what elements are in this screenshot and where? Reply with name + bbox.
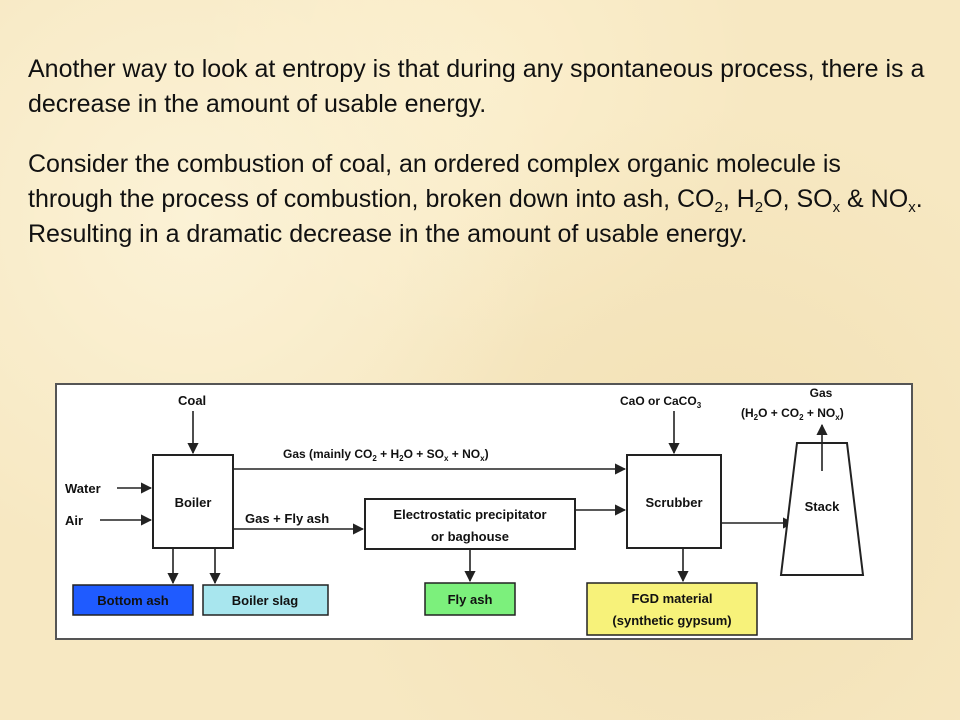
fly-ash-box <box>424 582 516 616</box>
combustion-text-intro: Consider the combustion of coal, an orde… <box>28 150 841 213</box>
h2o-subscript: 2 <box>754 199 764 216</box>
air-label: Air <box>65 513 83 528</box>
boiler-label: Boiler <box>175 495 212 510</box>
paragraph-entropy: Another way to look at entropy is that d… <box>28 55 925 118</box>
boiler-box <box>152 454 234 549</box>
esp-label-line1: Electrostatic precipitator <box>393 507 546 522</box>
fly-ash-label: Fly ash <box>448 592 493 607</box>
stack-shape <box>779 442 865 576</box>
gas-flyash-label: Gas + Fly ash <box>245 511 329 526</box>
stack-label: Stack <box>805 499 840 514</box>
combustion-text-ending: . Resulting in a dramatic decrease in th… <box>28 185 923 248</box>
esp-box <box>364 498 576 550</box>
sox-subscript: x <box>832 199 841 216</box>
bottom-ash-box <box>72 584 194 616</box>
boiler-slag-box <box>202 584 329 616</box>
gas-out-label: (H2O + CO2 + NOx) <box>741 406 844 422</box>
combustion-text-h: , H <box>722 185 755 213</box>
water-label: Water <box>65 481 101 496</box>
combustion-text-no: & NO <box>840 185 909 213</box>
scrubber-box <box>626 454 722 549</box>
co2-subscript: 2 <box>714 199 723 216</box>
fgd-label-line1: FGD material <box>632 591 713 606</box>
coal-label: Coal <box>178 393 206 408</box>
paragraph-combustion: Consider the combustion of coal, an orde… <box>28 147 928 252</box>
gas-main-label: Gas (mainly CO2 + H2O + SOx + NOx) <box>283 447 489 463</box>
bottom-ash-label: Bottom ash <box>97 593 169 608</box>
coal-combustion-diagram: Boiler Coal Water Air Gas (mainly CO2 + … <box>55 383 913 640</box>
nox-subscript: x <box>908 199 916 216</box>
cao-label: CaO or CaCO3 <box>620 394 702 410</box>
fgd-label-line2: (synthetic gypsum) <box>612 613 731 628</box>
fgd-box <box>586 582 758 636</box>
combustion-text-so: O, SO <box>763 185 833 213</box>
esp-label-line2: or baghouse <box>431 529 509 544</box>
boiler-slag-label: Boiler slag <box>232 593 299 608</box>
scrubber-label: Scrubber <box>645 495 702 510</box>
gas-out-title: Gas <box>810 386 833 400</box>
